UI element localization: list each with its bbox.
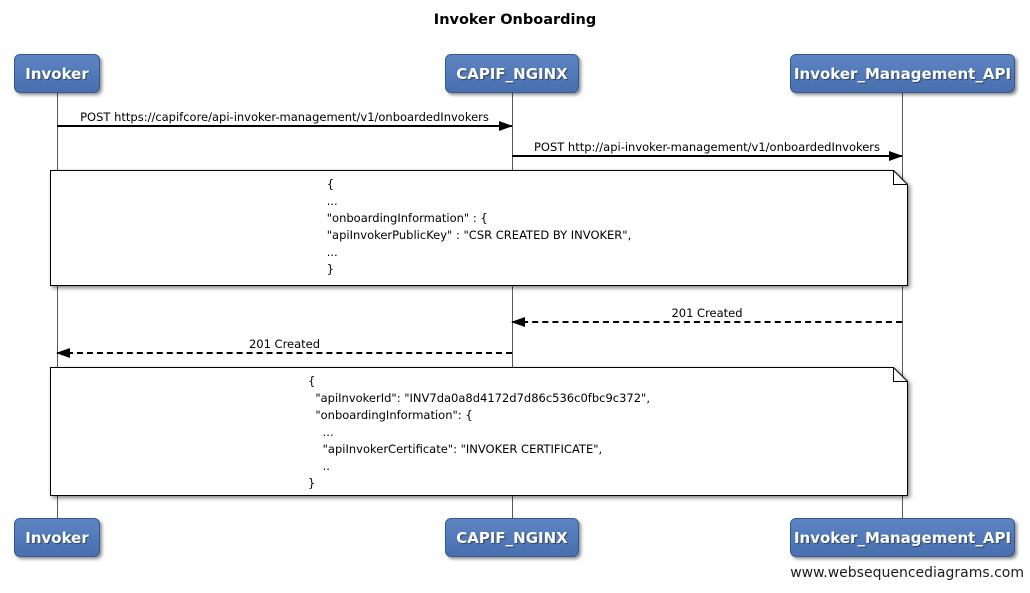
note-text: { ... "onboardingInformation" : { "apiIn… (50, 170, 908, 286)
actor-capif-nginx-bottom: CAPIF_NGINX (445, 518, 579, 557)
arrowhead-left-icon (56, 348, 70, 358)
actor-invoker-management-api-top: Invoker_Management_API (790, 54, 1015, 93)
actor-label: Invoker (25, 64, 89, 83)
note-json-body: { "apiInvokerId": "INV7da0a8d4172d7d86c5… (308, 374, 650, 490)
arrowhead-right-icon (889, 151, 903, 161)
note-onboarding-response-body: { "apiInvokerId": "INV7da0a8d4172d7d86c5… (50, 367, 908, 496)
message-label: POST https://capifcore/api-invoker-manag… (80, 110, 489, 124)
actor-invoker-top: Invoker (14, 54, 100, 93)
actor-capif-nginx-top: CAPIF_NGINX (445, 54, 579, 93)
actor-invoker-management-api-bottom: Invoker_Management_API (790, 518, 1015, 557)
note-shape (50, 170, 908, 286)
note-onboarding-request-body: { ... "onboardingInformation" : { "apiIn… (50, 170, 908, 286)
message-label: 201 Created (248, 337, 321, 351)
actor-label: Invoker_Management_API (793, 64, 1012, 83)
note-text: { "apiInvokerId": "INV7da0a8d4172d7d86c5… (50, 367, 908, 496)
actor-label: CAPIF_NGINX (456, 64, 568, 83)
message-label: POST http://api-invoker-management/v1/on… (533, 140, 881, 154)
lifeline-invoker (57, 92, 58, 518)
arrowhead-right-icon (499, 121, 513, 131)
actor-label: CAPIF_NGINX (456, 528, 568, 547)
lifeline-invoker-management-api (902, 92, 903, 518)
message-201-created-to-capif: 201 Created (511, 305, 902, 327)
diagram-title: Invoker Onboarding (433, 12, 597, 28)
note-shape (50, 367, 908, 496)
websequencediagrams-watermark: www.websequencediagrams.com (790, 565, 1024, 581)
actor-invoker-bottom: Invoker (14, 518, 100, 557)
message-post-onboarded-invokers-https: POST https://capifcore/api-invoker-manag… (57, 109, 513, 131)
actor-label: Invoker_Management_API (793, 528, 1012, 547)
message-201-created-to-invoker: 201 Created (56, 336, 512, 358)
note-json-body: { ... "onboardingInformation" : { "apiIn… (326, 177, 632, 276)
lifeline-capif-nginx (512, 92, 513, 518)
message-label: 201 Created (671, 306, 743, 320)
message-post-onboarded-invokers-http: POST http://api-invoker-management/v1/on… (512, 139, 903, 161)
actor-label: Invoker (25, 528, 89, 547)
arrowhead-left-icon (511, 317, 525, 327)
